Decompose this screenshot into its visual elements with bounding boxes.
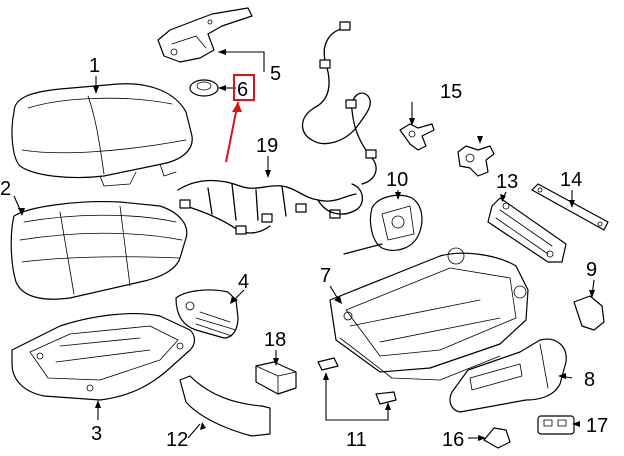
label-3: 3	[91, 423, 102, 445]
part-6-callout	[225, 74, 255, 163]
label-9: 9	[586, 259, 597, 281]
part-15-brackets	[399, 123, 495, 177]
part-6-cap	[189, 79, 219, 97]
part-17-switch	[537, 415, 575, 435]
label-5: 5	[270, 63, 281, 85]
label-7: 7	[320, 265, 331, 287]
label-13: 13	[496, 171, 518, 193]
part-19-wire-harness	[177, 179, 363, 235]
part-10-motor	[343, 194, 423, 255]
part-12-trim	[179, 375, 271, 437]
label-4: 4	[238, 271, 249, 293]
label-12: 12	[166, 429, 188, 451]
label-17: 17	[586, 415, 608, 437]
label-14: 14	[560, 169, 582, 191]
part-7-seat-frame	[329, 247, 529, 381]
label-16: 16	[442, 429, 464, 451]
part-14-strip	[531, 183, 609, 231]
label-8: 8	[584, 369, 595, 391]
part-16-bracket	[483, 427, 511, 449]
label-10: 10	[386, 169, 408, 191]
label-18: 18	[264, 329, 286, 351]
label-1: 1	[89, 55, 100, 77]
part-5-bracket	[157, 7, 253, 63]
part-11-clips	[317, 357, 397, 405]
leader-lines	[13, 51, 595, 439]
seat-wire-loop	[301, 21, 377, 185]
part-8-side-shield	[449, 338, 567, 413]
label-2: 2	[0, 178, 11, 200]
callout-labels: 1 2 3 4 5 6 7 8 9 10 11 12 13 14 15 16 1…	[0, 55, 608, 451]
part-1-seat-cushion	[11, 83, 193, 187]
part-18-module	[255, 361, 297, 395]
part-13-rail	[487, 197, 567, 263]
label-11: 11	[346, 429, 367, 451]
part-3-seat-pan	[11, 313, 196, 401]
part-2-seat-cover	[10, 201, 188, 300]
label-6: 6	[237, 79, 248, 101]
part-4-adjuster-assembly	[175, 289, 239, 339]
label-15: 15	[440, 81, 462, 103]
part-9-cover	[573, 295, 605, 331]
label-19: 19	[256, 135, 278, 157]
arrowheads	[18, 49, 595, 441]
